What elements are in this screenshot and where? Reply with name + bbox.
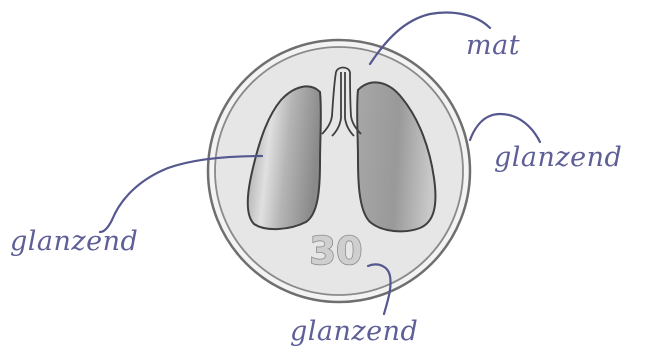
label-mat: mat (466, 30, 520, 61)
label-rim-glanzend: glanzend (494, 142, 622, 173)
coin-value-text: 30 (310, 229, 363, 273)
label-lung-glanzend: glanzend (10, 226, 138, 257)
label-number-glanzend: glanzend (290, 316, 418, 347)
leader-rim (470, 114, 540, 142)
coin: 30 (208, 40, 470, 302)
